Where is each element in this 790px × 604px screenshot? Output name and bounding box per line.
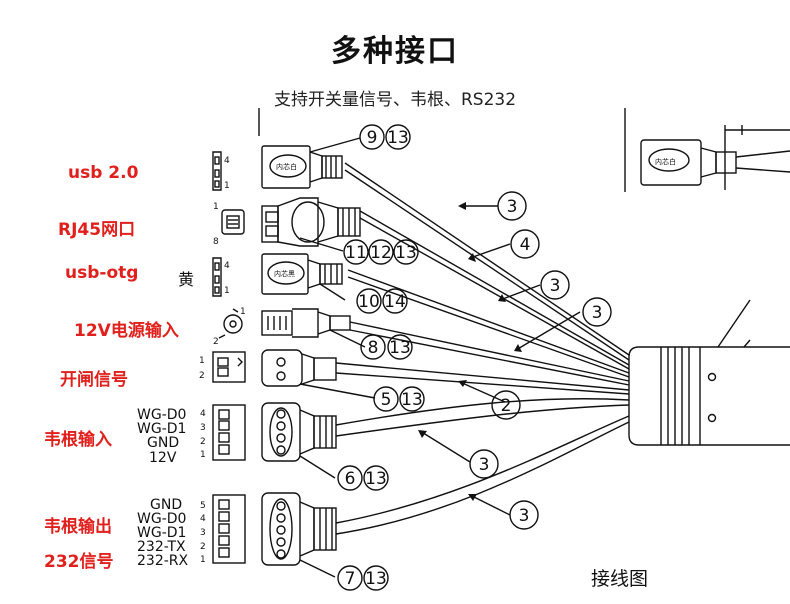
label-rj45: RJ45网口 — [58, 220, 136, 240]
callout-number: 11 — [345, 243, 367, 263]
callout-number: 6 — [345, 469, 356, 489]
stray-char: 黄 — [178, 270, 195, 289]
pin-label: GND — [147, 435, 180, 451]
door-terminal-icon — [212, 351, 246, 383]
door-connector — [261, 349, 337, 387]
wg-in-terminal-icon — [212, 404, 246, 461]
usb-otg-connector — [261, 253, 343, 295]
callout-number: 2 — [501, 396, 512, 416]
svg-text:2: 2 — [200, 437, 206, 447]
callout-number: 8 — [368, 338, 379, 358]
usb-port-icon — [212, 151, 222, 191]
label-wg-out: 韦根输出 — [44, 517, 112, 537]
pin-label: 232-TX — [137, 539, 186, 555]
callout-number: 13 — [365, 469, 387, 489]
callout-number: 13 — [365, 569, 387, 589]
callout-number: 5 — [381, 390, 392, 410]
wg-out-connector — [261, 492, 337, 566]
callout-number: 13 — [389, 338, 411, 358]
callout-number: 7 — [345, 569, 356, 589]
callout-number: 4 — [520, 235, 531, 255]
label-usbotg: usb-otg — [65, 263, 139, 283]
callout-number: 3 — [507, 197, 518, 217]
callout-number: 3 — [592, 303, 603, 323]
leader-lines — [299, 137, 581, 578]
svg-text:2: 2 — [199, 371, 205, 381]
svg-text:4: 4 — [200, 514, 206, 524]
rj45-port-icon — [221, 209, 245, 235]
pin-label: 232-RX — [137, 553, 189, 569]
svg-text:1: 1 — [224, 181, 230, 191]
svg-text:4: 4 — [200, 409, 206, 419]
svg-text:1: 1 — [200, 555, 206, 565]
connector-tag: 内芯白 — [655, 157, 676, 166]
usb-connector — [261, 145, 343, 189]
connector-tag: 内芯白 — [276, 162, 297, 171]
label-usb20: usb 2.0 — [68, 163, 139, 183]
callout-number: 14 — [384, 292, 406, 312]
cable-hub — [628, 299, 790, 446]
label-power: 12V电源输入 — [74, 321, 179, 341]
power-connector — [261, 308, 351, 338]
footer-label: 接线图 — [591, 568, 648, 590]
callout-number: 3 — [479, 455, 490, 475]
svg-text:1: 1 — [240, 307, 246, 317]
svg-text:1: 1 — [213, 202, 219, 212]
arrow-tips — [418, 202, 522, 501]
usb-otg-port-icon — [212, 257, 222, 297]
svg-text:4: 4 — [224, 156, 230, 166]
svg-text:5: 5 — [200, 501, 206, 511]
svg-text:4: 4 — [224, 261, 230, 271]
wire-bundle — [335, 162, 630, 535]
dc-jack-icon — [218, 308, 243, 339]
callout-number: 10 — [358, 292, 380, 312]
svg-text:3: 3 — [200, 423, 206, 433]
connector-tag: 内芯黑 — [274, 269, 295, 278]
pin-numbers: 4 1 1 8 4 1 1 2 1 2 4 3 2 1 5 4 3 2 1 — [199, 156, 246, 565]
callout-number: 13 — [395, 243, 417, 263]
svg-text:1: 1 — [224, 286, 230, 296]
pin-label: GND — [150, 497, 183, 513]
svg-text:2: 2 — [200, 542, 206, 552]
svg-text:8: 8 — [213, 237, 219, 247]
callout-number: 3 — [550, 276, 561, 296]
page-subtitle: 支持开关量信号、韦根、RS232 — [273, 90, 517, 110]
svg-text:2: 2 — [213, 337, 219, 347]
pin-label: WG-D1 — [137, 421, 187, 437]
callout-number: 3 — [519, 506, 530, 526]
label-door: 开闸信号 — [60, 370, 128, 390]
pin-label: WG-D1 — [137, 525, 187, 541]
right-connector — [640, 139, 790, 186]
page-title: 多种接口 — [331, 34, 459, 69]
label-rs232: 232信号 — [44, 552, 114, 572]
label-wg-in: 韦根输入 — [44, 430, 112, 450]
wg-out-terminal-icon — [212, 494, 246, 564]
callout-number: 12 — [370, 243, 392, 263]
callout-number: 13 — [401, 390, 423, 410]
wg-in-connector — [261, 402, 337, 462]
callout-circles — [337, 124, 612, 591]
rj45-connector — [261, 197, 361, 247]
callout-number: 13 — [387, 128, 409, 148]
svg-text:3: 3 — [200, 528, 206, 538]
pin-label: 12V — [149, 450, 177, 466]
pin-label: WG-D0 — [137, 407, 187, 423]
svg-text:1: 1 — [200, 450, 206, 460]
svg-text:1: 1 — [199, 356, 205, 366]
pin-label: WG-D0 — [137, 511, 187, 527]
callout-number: 9 — [367, 128, 378, 148]
